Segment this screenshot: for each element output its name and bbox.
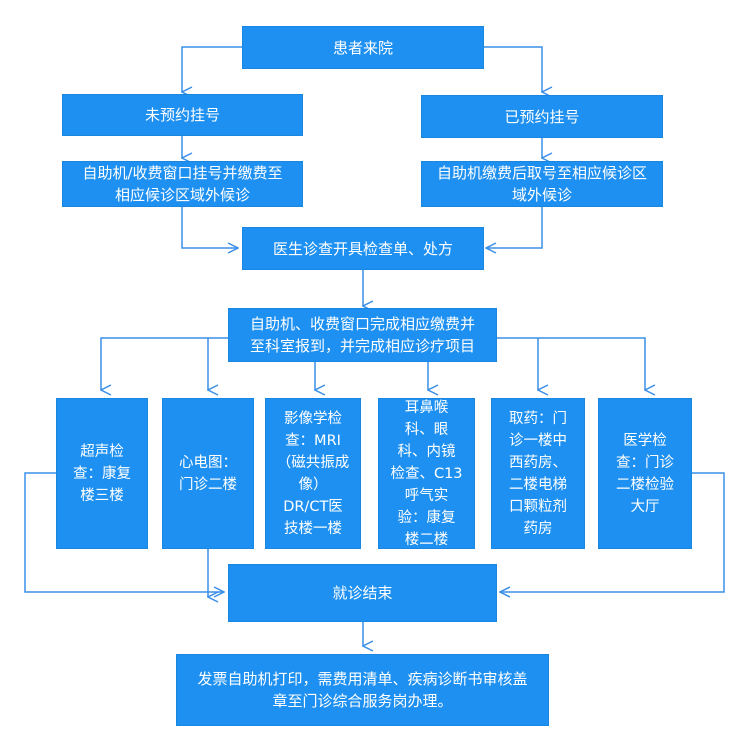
node-imaging: 影像学检 查：MRI （磁共振成 像） DR/CT医 技楼一楼 <box>265 398 361 549</box>
arrow-payment-to-ultrasound <box>101 337 228 390</box>
arrow-payment-to-lab <box>497 337 645 390</box>
arrow-lab-to-end <box>500 472 725 592</box>
node-ent: 耳鼻喉 科、眼 科、内镜 检查、C13 呼气实 验：康复 楼二楼 <box>378 398 475 549</box>
node-invoice: 发票自助机打印，需费用清单、疾病诊断书审核盖 章至门诊综合服务岗办理。 <box>176 654 549 726</box>
arrow-ultrasound-to-end <box>24 472 224 592</box>
node-ecg: 心电图： 门诊二楼 <box>162 398 254 549</box>
arrow-unbooked-step-to-doctor <box>181 207 238 248</box>
node-unbooked-step: 自助机/收费窗口挂号并缴费至 相应候诊区域外候诊 <box>62 161 303 207</box>
node-booked-step: 自助机缴费后取号至相应候诊区 域外候诊 <box>421 161 663 207</box>
node-arrive: 患者来院 <box>242 26 484 69</box>
node-ultrasound: 超声检 查：康复 楼三楼 <box>56 398 148 549</box>
node-doctor: 医生诊查开具检查单、处方 <box>242 227 484 270</box>
arrow-booked-step-to-doctor <box>486 207 543 248</box>
node-unbooked: 未预约挂号 <box>62 94 303 136</box>
node-payment: 自助机、收费窗口完成相应缴费并 至科室报到，并完成相应诊疗项目 <box>228 308 497 362</box>
node-end: 就诊结束 <box>228 564 497 622</box>
arrow-arrive-to-booked <box>484 46 542 92</box>
node-booked: 已预约挂号 <box>421 95 663 138</box>
node-lab: 医学检 查：门诊 二楼检验 大厅 <box>598 398 692 549</box>
arrow-arrive-to-unbooked <box>182 46 242 92</box>
node-pharmacy: 取药：门 诊一楼中 西药房、 二楼电梯 口颗粒剂 药房 <box>491 398 585 549</box>
